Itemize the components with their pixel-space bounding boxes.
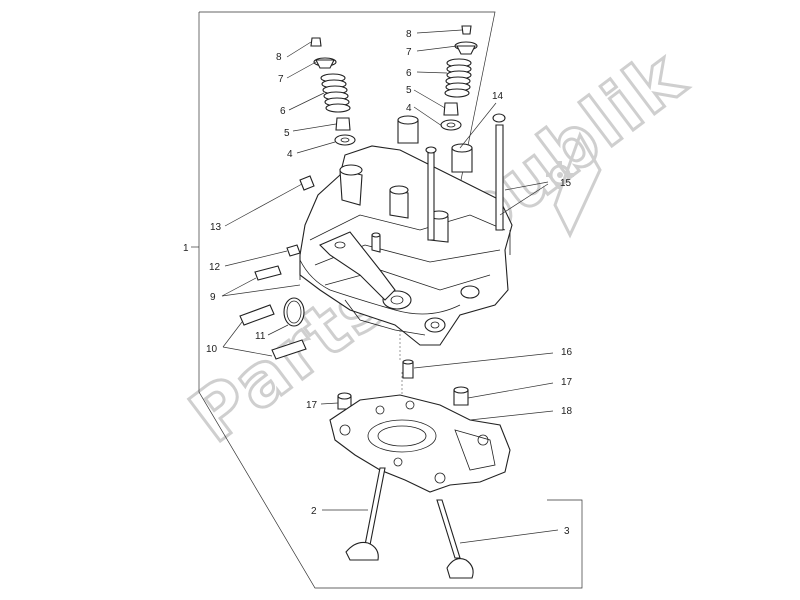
left-valve-stack bbox=[310, 37, 356, 146]
callout-4-left: 4 bbox=[287, 149, 293, 160]
callout-7-left: 7 bbox=[278, 74, 284, 85]
callout-1: 1 bbox=[183, 243, 189, 254]
callout-17-left: 17 bbox=[306, 400, 318, 411]
callout-18: 18 bbox=[561, 406, 573, 417]
callout-16: 16 bbox=[561, 347, 573, 358]
head-gasket-outline bbox=[329, 394, 511, 493]
callout-6-left: 6 bbox=[280, 106, 286, 117]
callout-9: 9 bbox=[210, 292, 216, 303]
spring-seat-left bbox=[334, 134, 356, 146]
cam-bearing-caps bbox=[397, 115, 473, 173]
callout-8-right: 8 bbox=[406, 29, 412, 40]
dowel-pin-12 bbox=[286, 244, 301, 257]
right-valve-stack bbox=[440, 25, 478, 131]
callout-14: 14 bbox=[492, 91, 504, 102]
head-bolt bbox=[299, 175, 315, 191]
spring-seat-right bbox=[440, 119, 462, 131]
callout-3: 3 bbox=[564, 526, 570, 537]
long-stud bbox=[425, 113, 506, 241]
studs-10 bbox=[271, 339, 307, 360]
frame-outline bbox=[198, 11, 583, 589]
callout-10: 10 bbox=[206, 344, 218, 355]
callout-13: 13 bbox=[210, 222, 222, 233]
valve-seal-left bbox=[335, 117, 351, 131]
studs-9 bbox=[239, 265, 282, 326]
watermark-gear-icon bbox=[546, 131, 602, 239]
callout-5-left: 5 bbox=[284, 128, 290, 139]
head-gasket bbox=[329, 394, 511, 493]
callout-labels: 1 2 3 4 4 5 5 6 6 7 7 8 8 9 10 11 12 13 … bbox=[183, 29, 573, 537]
o-ring bbox=[283, 297, 305, 327]
callout-5-right: 5 bbox=[406, 85, 412, 96]
cylinder-head bbox=[299, 145, 513, 420]
leader-lines bbox=[221, 29, 559, 544]
dowel-pins-17 bbox=[337, 386, 469, 410]
valve-spring-right bbox=[444, 58, 472, 98]
exhaust-valve bbox=[436, 499, 474, 579]
callout-17-right: 17 bbox=[561, 377, 573, 388]
callout-8-left: 8 bbox=[276, 52, 282, 63]
callout-7-right: 7 bbox=[406, 47, 412, 58]
callout-4-right: 4 bbox=[406, 103, 412, 114]
callout-15: 15 bbox=[560, 178, 572, 189]
callout-2: 2 bbox=[311, 506, 317, 517]
valve-cotter-left bbox=[310, 37, 322, 47]
callout-6-right: 6 bbox=[406, 68, 412, 79]
valve-spring-left bbox=[320, 73, 351, 113]
callout-12: 12 bbox=[209, 262, 221, 273]
intake-valve bbox=[345, 467, 386, 561]
assembly-frame bbox=[191, 11, 583, 589]
valve-seal-right bbox=[443, 102, 459, 116]
rocker-arm bbox=[319, 231, 396, 301]
callout-11: 11 bbox=[255, 331, 266, 342]
valve-cotter-right bbox=[461, 25, 472, 35]
